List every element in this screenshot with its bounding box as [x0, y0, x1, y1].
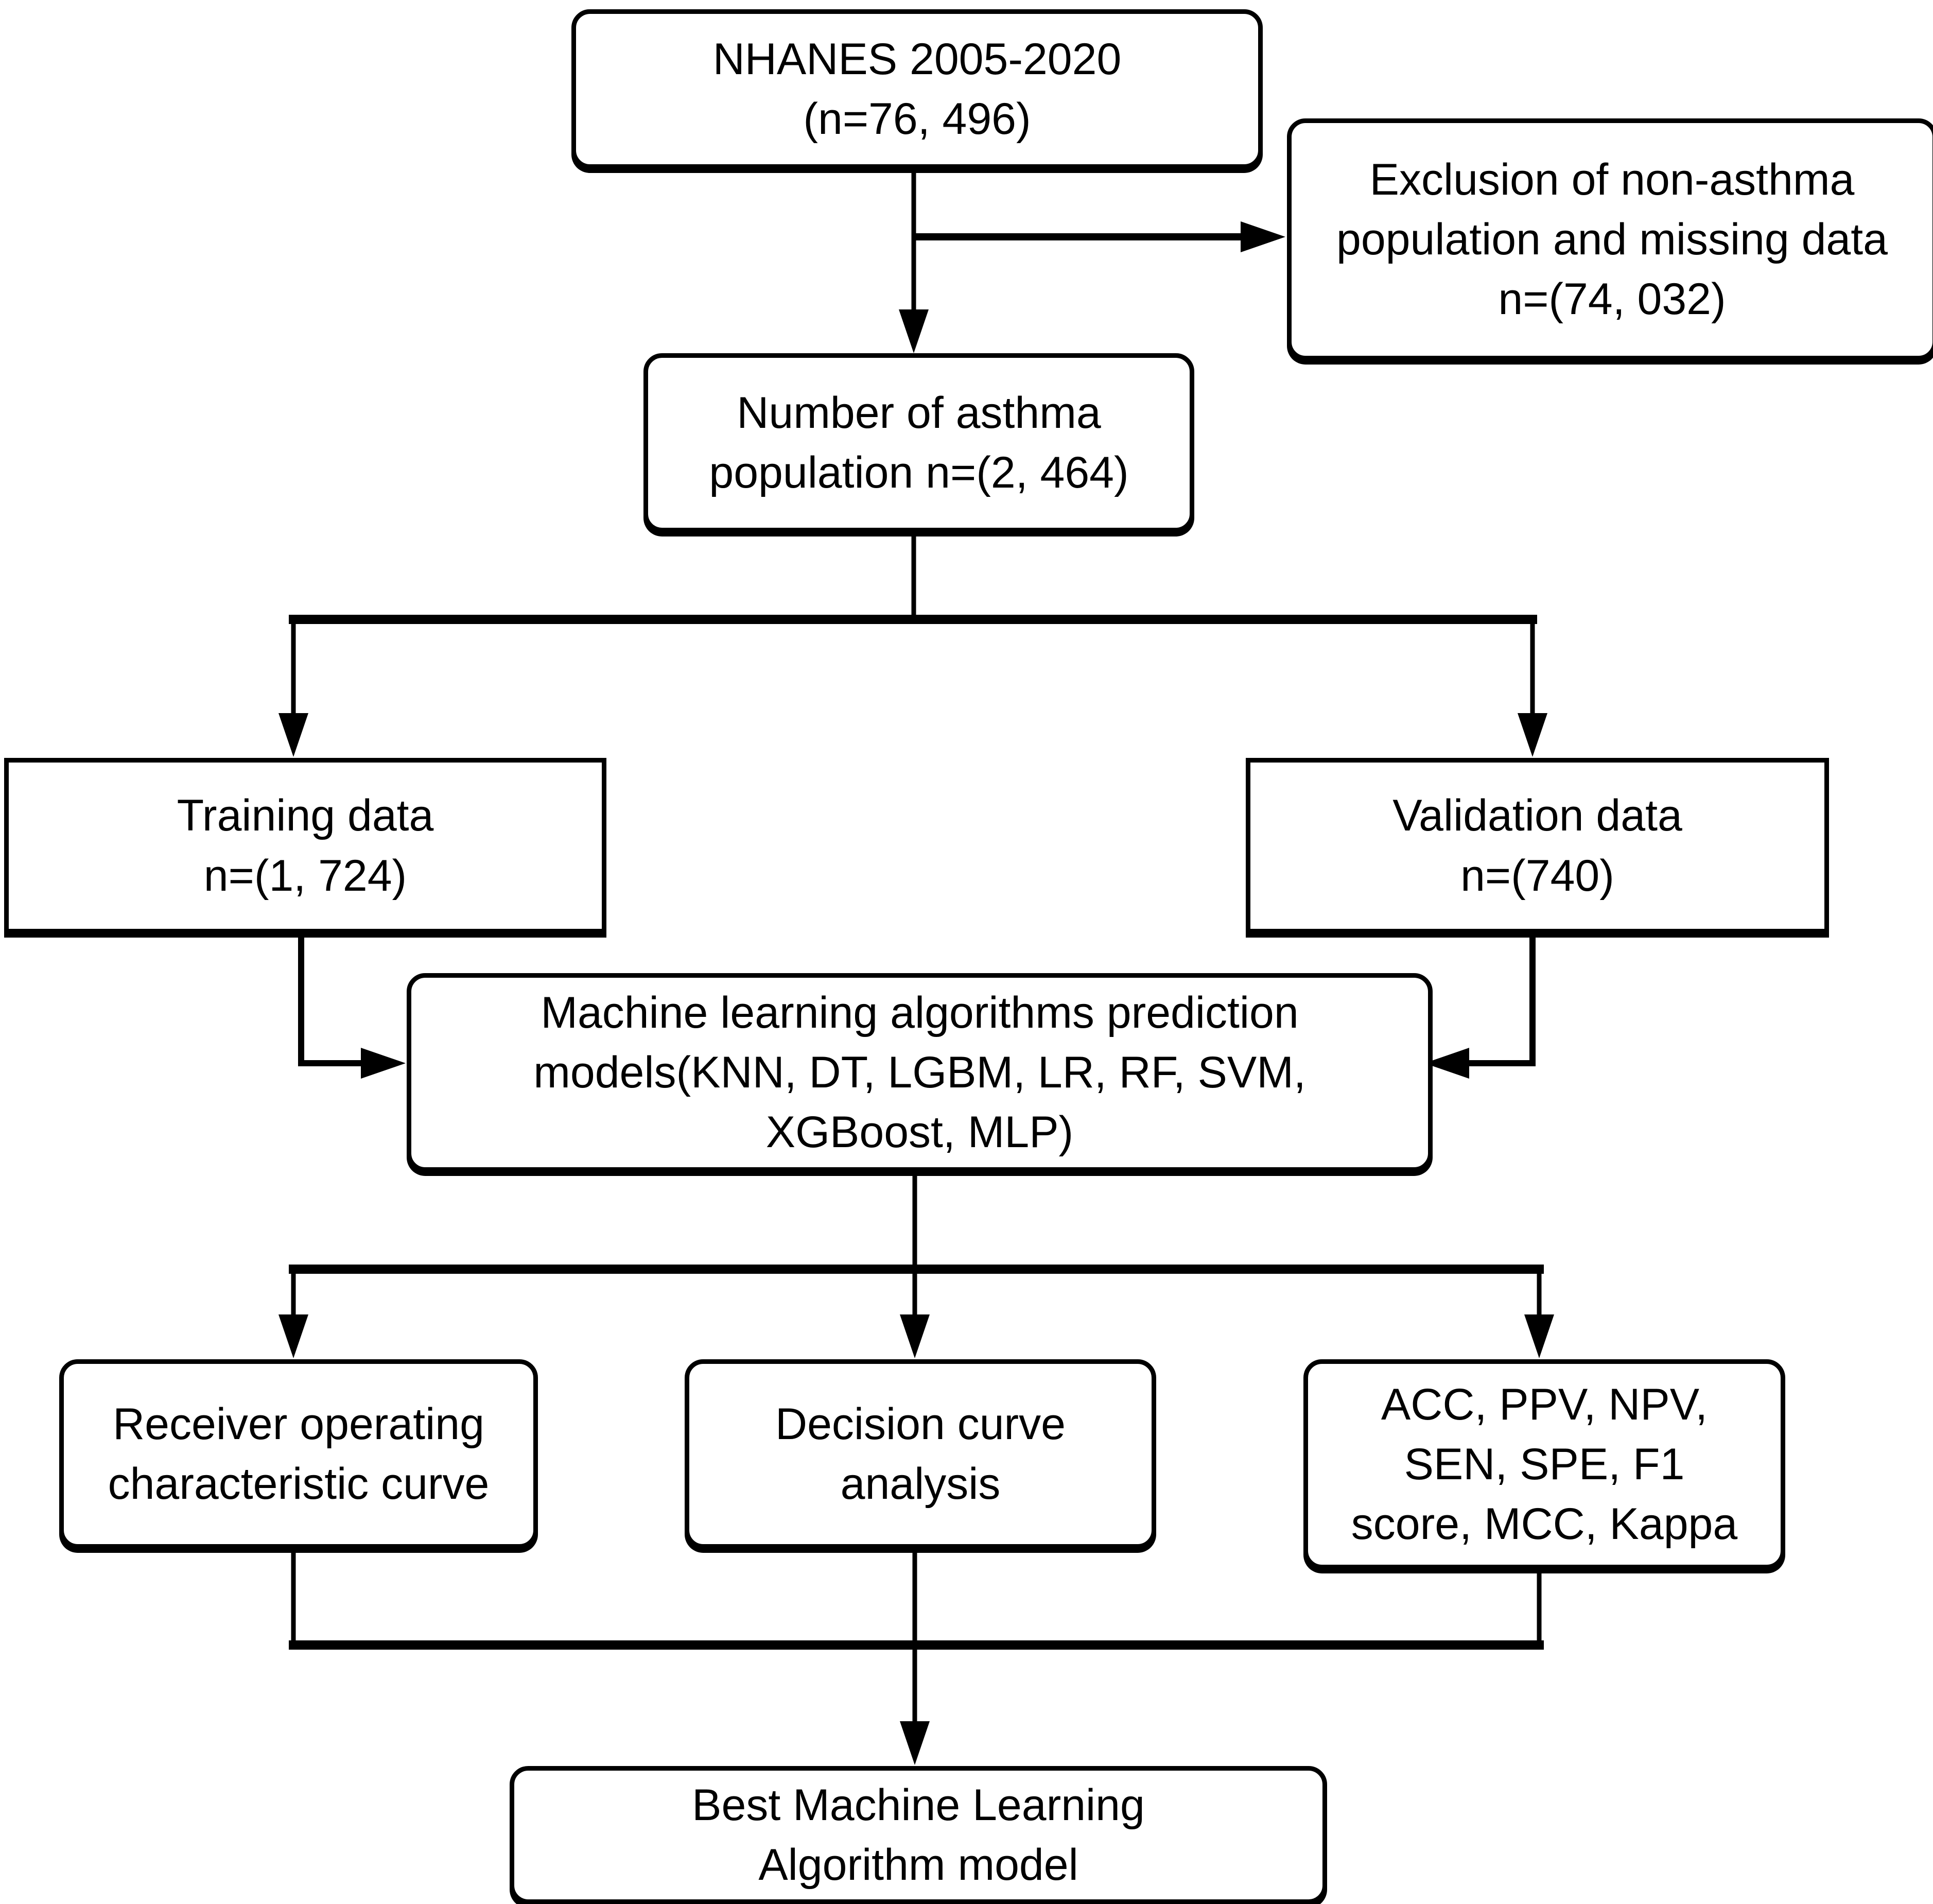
node-label: Exclusion of non-asthma population and m… — [1336, 154, 1888, 324]
node-ml-models: Machine learning algorithms prediction m… — [407, 973, 1433, 1172]
node-roc-curve: Receiver operating characteristic curve — [59, 1359, 538, 1549]
node-validation-data: Validation data n=(740) — [1246, 758, 1829, 933]
node-metrics: ACC, PPV, NPV, SEN, SPE, F1 score, MCC, … — [1303, 1359, 1785, 1569]
arrowhead-to-best — [900, 1721, 930, 1765]
node-label: Training data n=(1, 724) — [177, 791, 434, 901]
arrowhead-to-training — [278, 713, 308, 757]
node-exclusion: Exclusion of non-asthma population and m… — [1287, 118, 1933, 360]
arrowhead-to-ml-right — [1424, 1048, 1469, 1079]
node-label: Receiver operating characteristic curve — [108, 1399, 490, 1509]
arrowhead-to-validation — [1518, 713, 1547, 757]
node-training-data: Training data n=(1, 724) — [4, 758, 606, 933]
node-asthma-population: Number of asthma population n=(2, 464) — [643, 353, 1194, 532]
arrowhead-to-roc — [278, 1314, 308, 1358]
edge-validation-ml — [1463, 924, 1536, 1066]
node-label: NHANES 2005-2020 (n=76, 496) — [712, 34, 1122, 144]
node-best-model: Best Machine Learning Algorithm model — [510, 1766, 1327, 1904]
node-label: Machine learning algorithms prediction m… — [533, 988, 1306, 1157]
node-label: Validation data n=(740) — [1392, 791, 1682, 901]
node-label: Number of asthma population n=(2, 464) — [709, 388, 1129, 497]
node-decision-curve-analysis: Decision curve analysis — [685, 1359, 1156, 1549]
arrowhead-to-dca — [900, 1314, 930, 1358]
arrowhead-to-acc — [1524, 1314, 1554, 1358]
node-label: Decision curve analysis — [775, 1399, 1066, 1509]
node-label: Best Machine Learning Algorithm model — [692, 1780, 1145, 1890]
node-nhanes-source: NHANES 2005-2020 (n=76, 496) — [571, 9, 1263, 169]
arrowhead-to-asthma — [899, 309, 929, 353]
edge-training-ml — [298, 924, 368, 1066]
arrowhead-to-exclusion — [1241, 221, 1285, 252]
node-label: ACC, PPV, NPV, SEN, SPE, F1 score, MCC, … — [1351, 1379, 1738, 1549]
arrowhead-to-ml-left — [361, 1048, 406, 1079]
